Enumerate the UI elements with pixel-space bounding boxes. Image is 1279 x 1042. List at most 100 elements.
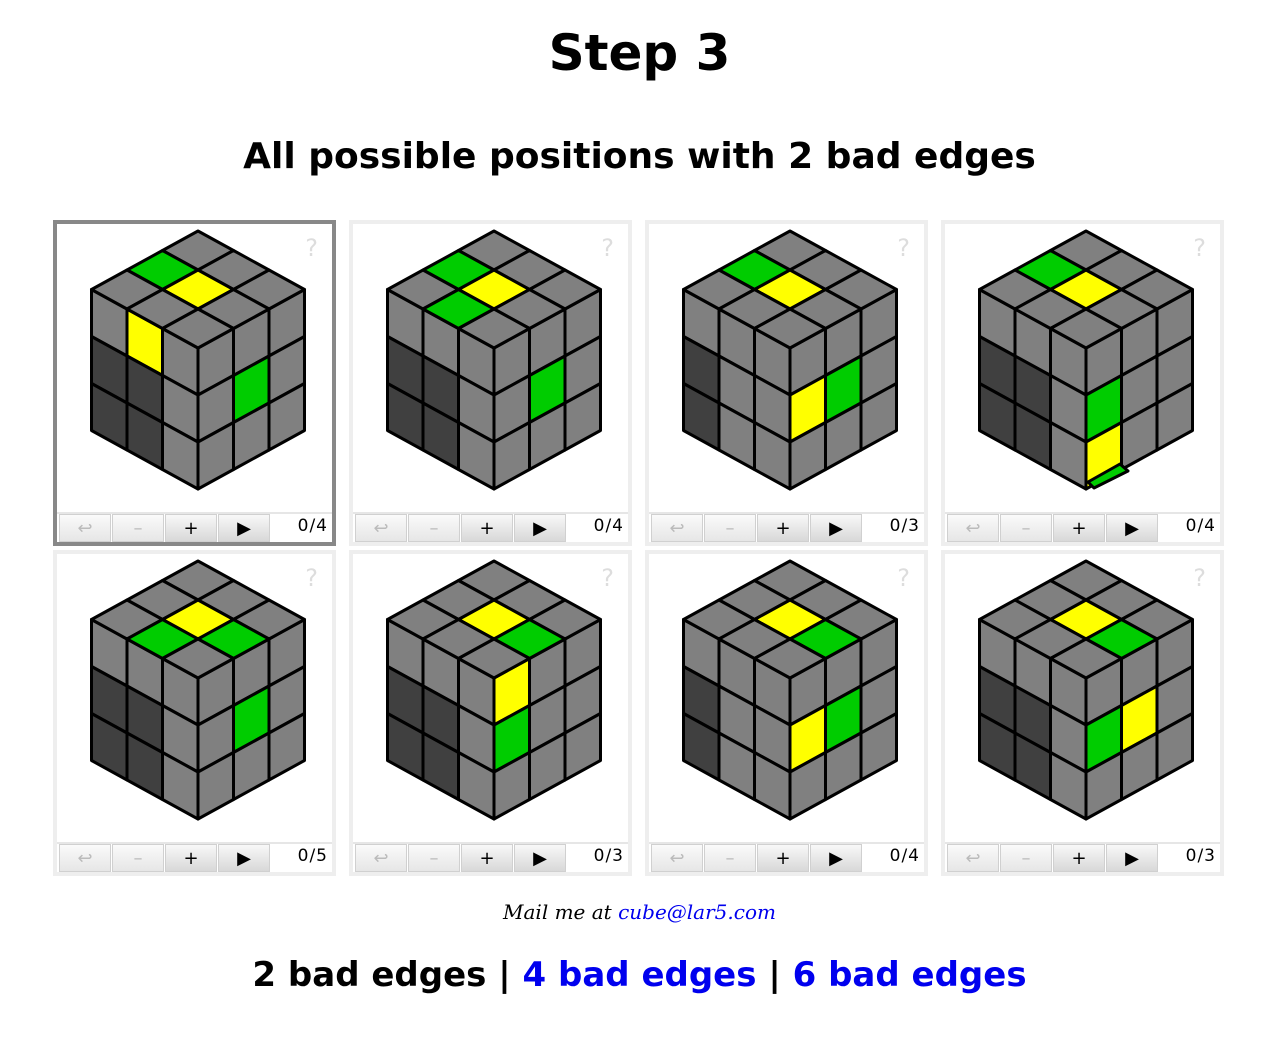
cube-diagram[interactable] (649, 554, 924, 844)
nav-separator: | (486, 955, 523, 995)
cube-cell[interactable]: ? ↩–+▶ 0/4 (349, 220, 632, 546)
reset-button[interactable]: ↩ (59, 844, 111, 872)
cube-diagram[interactable] (945, 224, 1220, 514)
move-counter: 0/4 (889, 846, 920, 866)
play-button[interactable]: ▶ (810, 844, 862, 872)
reset-button[interactable]: ↩ (651, 844, 703, 872)
cube-controls: ↩–+▶ 0/4 (945, 512, 1220, 542)
nav-separator: | (756, 955, 793, 995)
mail-link[interactable]: cube@lar5.com (618, 900, 776, 924)
play-button[interactable]: ▶ (1106, 514, 1158, 542)
cube-right-sticker (267, 712, 306, 782)
cube-diagram[interactable] (353, 554, 628, 844)
move-counter: 0/4 (297, 516, 328, 536)
cube-diagram[interactable] (57, 554, 332, 844)
step-back-button[interactable]: – (704, 844, 756, 872)
step-back-button[interactable]: – (408, 844, 460, 872)
cube-controls: ↩–+▶ 0/3 (649, 512, 924, 542)
reset-button[interactable]: ↩ (355, 844, 407, 872)
help-icon[interactable]: ? (897, 234, 910, 262)
cube-right-sticker (267, 382, 306, 452)
move-counter: 0/3 (593, 846, 624, 866)
step-back-button[interactable]: – (704, 514, 756, 542)
bottom-green-sticker (1086, 462, 1130, 490)
move-counter: 0/3 (889, 516, 920, 536)
move-counter: 0/4 (593, 516, 624, 536)
reset-button[interactable]: ↩ (947, 514, 999, 542)
move-counter: 0/3 (1185, 846, 1216, 866)
cube-right-sticker (859, 382, 898, 452)
cube-top-sticker (457, 307, 531, 350)
help-icon[interactable]: ? (1193, 564, 1206, 592)
cube-top-sticker (161, 307, 235, 350)
move-counter: 0/5 (297, 846, 328, 866)
step-back-button[interactable]: – (1000, 514, 1052, 542)
cube-top-sticker (1049, 307, 1123, 350)
step-forward-button[interactable]: + (165, 844, 217, 872)
cube-cell[interactable]: ? ↩–+▶ 0/4 (645, 550, 928, 876)
step-forward-button[interactable]: + (757, 844, 809, 872)
step-back-button[interactable]: – (1000, 844, 1052, 872)
reset-button[interactable]: ↩ (355, 514, 407, 542)
step-back-button[interactable]: – (408, 514, 460, 542)
cube-right-sticker (563, 382, 602, 452)
cube-diagram[interactable] (945, 554, 1220, 844)
nav-link-6-bad-edges[interactable]: 6 bad edges (792, 955, 1027, 995)
cube-controls: ↩–+▶ 0/4 (353, 512, 628, 542)
reset-button[interactable]: ↩ (947, 844, 999, 872)
help-icon[interactable]: ? (1193, 234, 1206, 262)
cube-cell[interactable]: ? ↩–+▶ 0/3 (349, 550, 632, 876)
play-button[interactable]: ▶ (514, 844, 566, 872)
cube-controls: ↩–+▶ 0/3 (945, 842, 1220, 872)
page-subtitle: All possible positions with 2 bad edges (243, 136, 1036, 177)
play-button[interactable]: ▶ (218, 514, 270, 542)
help-icon[interactable]: ? (305, 234, 318, 262)
cube-controls: ↩–+▶ 0/3 (353, 842, 628, 872)
play-button[interactable]: ▶ (1106, 844, 1158, 872)
cube-top-sticker (753, 637, 827, 680)
play-button[interactable]: ▶ (810, 514, 862, 542)
cube-diagram[interactable] (649, 224, 924, 514)
cube-top-sticker (753, 307, 827, 350)
cube-cell[interactable]: ? ↩–+▶ 0/4 (941, 220, 1224, 546)
cube-cell[interactable]: ? ↩–+▶ 0/5 (53, 550, 336, 876)
step-forward-button[interactable]: + (461, 844, 513, 872)
step-forward-button[interactable]: + (1053, 844, 1105, 872)
cube-controls: ↩–+▶ 0/4 (649, 842, 924, 872)
step-forward-button[interactable]: + (461, 514, 513, 542)
help-icon[interactable]: ? (601, 234, 614, 262)
mail-line: Mail me at cube@lar5.com (0, 900, 1279, 924)
cube-controls: ↩–+▶ 0/5 (57, 842, 332, 872)
cube-diagram[interactable] (57, 224, 332, 514)
step-forward-button[interactable]: + (165, 514, 217, 542)
bad-edges-nav: 2 bad edges | 4 bad edges | 6 bad edges (0, 955, 1279, 995)
reset-button[interactable]: ↩ (59, 514, 111, 542)
reset-button[interactable]: ↩ (651, 514, 703, 542)
cube-top-sticker (161, 637, 235, 680)
page-title: Step 3 (548, 24, 731, 82)
cube-top-sticker (1049, 637, 1123, 680)
nav-current: 2 bad edges (252, 955, 487, 995)
cube-controls: ↩–+▶ 0/4 (57, 512, 332, 542)
cube-top-sticker (457, 637, 531, 680)
step-forward-button[interactable]: + (1053, 514, 1105, 542)
mail-prefix: Mail me at (503, 900, 619, 924)
cube-right-sticker (859, 712, 898, 782)
step-back-button[interactable]: – (112, 514, 164, 542)
cube-right-sticker (1155, 712, 1194, 782)
cube-cell[interactable]: ? ↩–+▶ 0/4 (53, 220, 336, 546)
play-button[interactable]: ▶ (514, 514, 566, 542)
cube-right-sticker (1155, 382, 1194, 452)
move-counter: 0/4 (1185, 516, 1216, 536)
help-icon[interactable]: ? (305, 564, 318, 592)
cube-cell[interactable]: ? ↩–+▶ 0/3 (941, 550, 1224, 876)
cube-cell[interactable]: ? ↩–+▶ 0/3 (645, 220, 928, 546)
cube-right-sticker (563, 712, 602, 782)
help-icon[interactable]: ? (601, 564, 614, 592)
step-back-button[interactable]: – (112, 844, 164, 872)
nav-link-4-bad-edges[interactable]: 4 bad edges (522, 955, 757, 995)
help-icon[interactable]: ? (897, 564, 910, 592)
cube-diagram[interactable] (353, 224, 628, 514)
play-button[interactable]: ▶ (218, 844, 270, 872)
step-forward-button[interactable]: + (757, 514, 809, 542)
